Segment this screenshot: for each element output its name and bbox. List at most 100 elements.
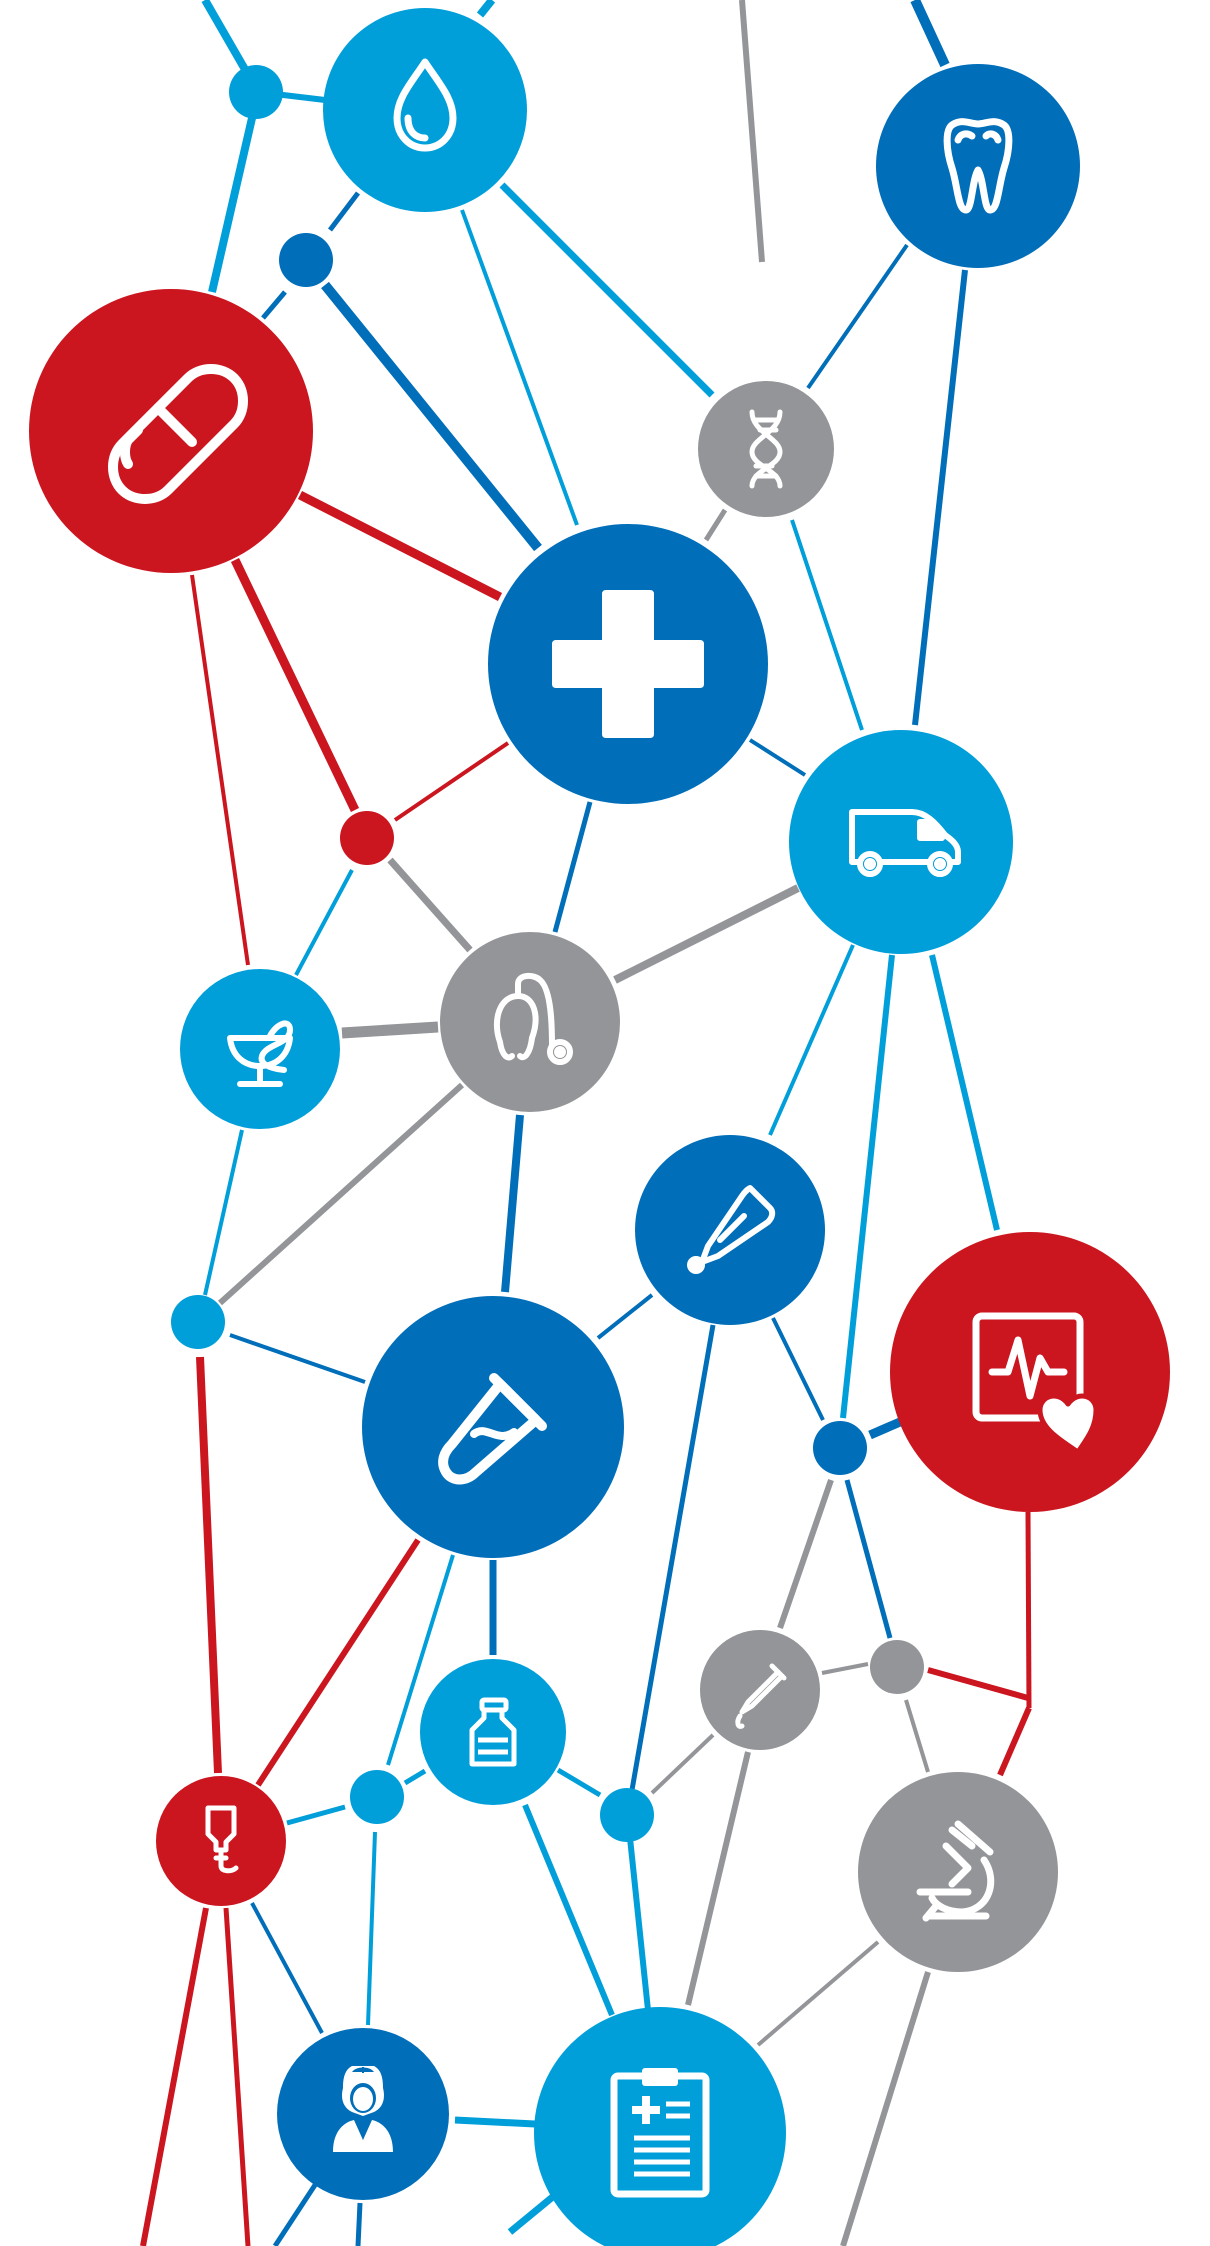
link [208,91,262,293]
junction-dot [229,65,283,119]
link [286,1804,346,1826]
link [868,1417,902,1440]
link [790,519,864,731]
iv-drip-node [156,1776,286,1906]
ambulance-icon [849,809,961,877]
pipette-node [700,1630,820,1750]
link [748,738,807,777]
link [910,0,950,68]
network-links [140,0,1032,2246]
link [366,1831,377,2026]
link [771,1317,825,1421]
dna-node [698,381,834,517]
junction-dot [813,1421,867,1475]
stethoscope-node [440,932,620,1112]
heart-monitor-icon [972,1312,1099,1455]
link [501,1114,524,1293]
test-tube-icon [438,1373,547,1485]
link [703,508,728,542]
medical-cross-icon [552,590,704,738]
dna-icon [749,409,783,489]
pharmacy-node [180,969,340,1129]
link [997,1706,1032,1777]
link [387,857,473,953]
link [844,1479,893,1639]
link [596,1293,654,1340]
link [328,191,360,232]
link [650,1733,715,1795]
link [629,1324,716,1791]
link [840,954,895,1419]
link [355,2202,363,2246]
link [229,1333,366,1384]
ambulance-node [789,730,1013,954]
junction-dot [600,1788,654,1842]
link [460,209,579,526]
junction-dot [350,1770,404,1824]
link [627,1837,651,2011]
link [140,1907,209,2246]
link [297,490,503,602]
junction-dot [870,1640,924,1694]
link [777,1479,834,1629]
water-drop-icon [393,58,457,152]
iv-drip-icon [205,1805,239,1874]
pill-icon [108,364,248,504]
tooth-icon [943,118,1013,214]
link [255,1538,421,1787]
heart-monitor-node [890,1232,1170,1512]
link [556,1767,602,1798]
link [272,2183,318,2246]
stethoscope-icon [493,972,573,1065]
water-drop-node [323,8,527,212]
microscope-node [858,1772,1058,1972]
link [756,1940,880,2047]
link [190,574,250,966]
link [522,1803,615,2017]
link [904,1699,930,1773]
link [912,269,968,726]
link [230,558,360,812]
link [1025,1511,1032,1709]
link [403,1768,427,1786]
nurse-node [277,2028,449,2200]
link [223,1907,251,2246]
junction-dots [171,65,924,1842]
link [476,0,496,18]
test-tube-node [362,1296,624,1558]
nurse-icon [333,2066,393,2152]
link [929,954,1000,1231]
thermometer-node [635,1135,825,1325]
link [341,1021,439,1039]
link [840,1971,931,2246]
link [393,741,510,822]
link [196,1356,222,1774]
medicine-bottle-node [420,1659,566,1805]
junction-dot [340,811,394,865]
junction-dot [279,233,333,287]
link [739,0,765,263]
link [806,243,909,390]
link [386,1554,455,1766]
junction-dot [171,1295,225,1349]
link [321,281,542,552]
link [507,2192,558,2235]
link [499,182,715,398]
clipboard-icon [610,2068,710,2198]
link [552,801,593,933]
link [294,869,354,976]
link [927,1667,1029,1701]
link [217,1082,465,1306]
pipette-icon [735,1663,787,1729]
link [768,944,855,1136]
link [250,1902,324,2034]
link [203,1129,244,1296]
tooth-node [876,64,1080,268]
medical-cross-node [488,524,768,804]
pharmacy-bowl-icon [227,1020,293,1087]
icon-nodes [29,8,1170,2246]
pill-node [29,289,313,573]
thermometer-icon [687,1185,776,1274]
link [261,290,287,320]
